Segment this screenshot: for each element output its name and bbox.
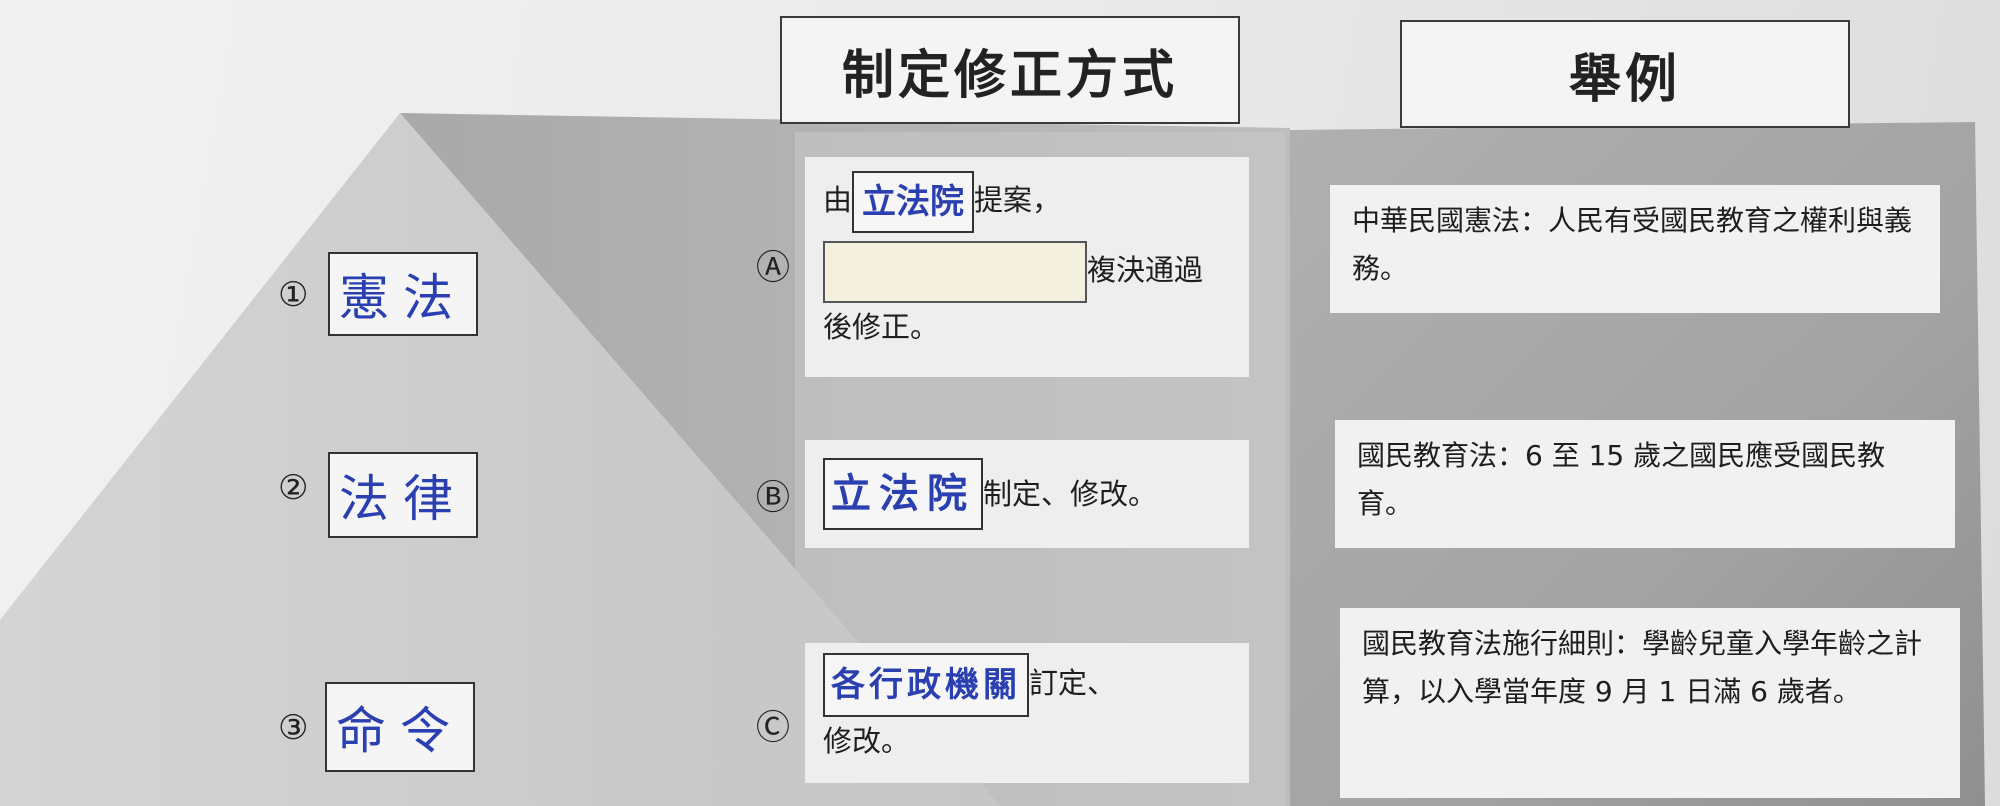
example-header: 舉例 [1400,20,1850,128]
pyramid-triangle [0,113,1000,806]
level-1-box: 憲法 [328,252,478,336]
example-2: 國民教育法：6 至 15 歲之國民應受國民教育。 [1335,420,1955,548]
method-a-line2-text: 複決通過 [1087,253,1204,287]
level-2-box: 法律 [328,452,478,538]
method-c-mark: Ⓒ [756,708,790,748]
method-c-line1: 各行政機關訂定、 [823,653,1231,717]
method-a-blank [823,241,1087,303]
level-3-number: ③ [278,708,309,748]
example-1: 中華民國憲法：人民有受國民教育之權利與義務。 [1330,185,1940,313]
method-a-after: 提案， [974,183,1062,217]
method-b-handwritten: 立法院 [823,458,983,530]
level-3-box: 命令 [325,682,475,772]
method-a-mark: Ⓐ [756,248,790,288]
method-b-after: 制定、修改。 [983,477,1158,511]
method-a-line2: 複決通過 [823,241,1231,303]
method-c-panel: 各行政機關訂定、 修改。 [805,643,1249,783]
method-a-prefix: 由 [823,183,853,217]
method-a-handwritten: 立法院 [852,171,975,233]
method-c-line2: 修改。 [823,724,911,758]
level-2-number: ② [278,468,309,508]
method-a-panel: 由立法院提案， 複決通過 後修正。 [805,157,1249,377]
method-a-line1: 由立法院提案， [823,171,1231,233]
level-1-number: ① [278,275,309,315]
method-b-mark: Ⓑ [756,478,790,518]
method-b-panel: 立法院制定、修改。 [805,440,1249,548]
method-header: 制定修正方式 [780,16,1240,124]
example-3: 國民教育法施行細則：學齡兒童入學年齡之計算，以入學當年度 9 月 1 日滿 6 … [1340,608,1960,798]
method-a-line3: 後修正。 [823,310,940,344]
method-c-after: 訂定、 [1029,666,1117,700]
method-c-handwritten: 各行政機關 [823,653,1029,717]
